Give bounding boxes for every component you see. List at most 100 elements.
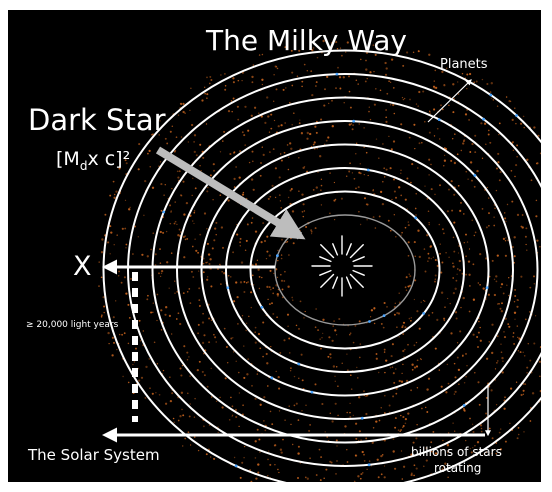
- star-dot: [237, 323, 239, 325]
- star-dot: [138, 319, 141, 322]
- star-dot: [374, 53, 377, 56]
- star-dot: [468, 273, 471, 276]
- star-dot: [495, 275, 498, 278]
- star-dot: [513, 300, 516, 303]
- star-dot: [192, 177, 194, 180]
- star-dot: [169, 399, 173, 403]
- star-dot: [440, 271, 443, 274]
- star-dot: [406, 177, 409, 180]
- star-dot: [472, 333, 475, 336]
- star-dot: [118, 167, 121, 170]
- dark-star-label: Dark Star: [28, 103, 166, 137]
- star-dot: [306, 70, 309, 72]
- star-dot: [275, 65, 278, 68]
- star-dot: [311, 48, 314, 52]
- star-dot: [257, 268, 260, 271]
- star-dot: [277, 125, 280, 128]
- star-dot: [493, 216, 495, 218]
- star-dot: [442, 439, 444, 442]
- star-dot: [368, 110, 370, 113]
- star-dot: [522, 351, 524, 353]
- star-dot: [286, 144, 289, 146]
- star-dot: [274, 444, 277, 447]
- star-dot: [521, 214, 524, 216]
- star-dot: [334, 198, 337, 201]
- star-dot: [413, 241, 416, 244]
- star-dot: [510, 387, 513, 390]
- star-dot: [400, 234, 402, 236]
- star-dot: [159, 262, 162, 264]
- star-dot: [210, 285, 213, 288]
- star-dot: [101, 314, 103, 316]
- planet-dot: [485, 286, 489, 290]
- star-dot: [444, 306, 446, 309]
- star-dot: [188, 415, 191, 418]
- star-dot: [383, 412, 386, 414]
- star-dot: [135, 347, 137, 350]
- star-dot: [204, 86, 206, 88]
- star-dot: [239, 237, 242, 240]
- planet-dot: [367, 463, 371, 467]
- star-dot: [363, 173, 365, 176]
- star-dot: [298, 49, 301, 52]
- distance-label: ≥ 20,000 light years: [26, 320, 119, 330]
- star-dot: [142, 330, 145, 332]
- star-dot: [322, 332, 324, 335]
- star-dot: [251, 75, 254, 79]
- star-dot: [226, 361, 229, 364]
- star-dot: [232, 77, 235, 80]
- star-dot: [325, 468, 328, 471]
- star-dot: [477, 282, 479, 284]
- star-dot: [210, 319, 213, 321]
- star-dot: [413, 464, 416, 467]
- star-dot: [508, 99, 511, 103]
- star-dot: [206, 227, 208, 230]
- star-dot: [199, 233, 202, 236]
- star-dot: [428, 110, 431, 113]
- star-dot: [241, 461, 244, 464]
- star-dot: [240, 261, 244, 264]
- star-dot: [499, 307, 502, 310]
- star-dot: [331, 339, 334, 342]
- star-dot: [493, 278, 496, 281]
- star-dot: [455, 279, 458, 282]
- star-dot: [495, 404, 498, 406]
- star-dot: [310, 145, 313, 148]
- star-dot: [247, 358, 250, 361]
- star-dot: [205, 123, 208, 125]
- star-dot: [413, 298, 416, 301]
- star-dot: [267, 475, 269, 477]
- star-dot: [224, 73, 226, 75]
- star-dot: [392, 87, 395, 89]
- star-dot: [458, 259, 461, 263]
- star-dot: [431, 450, 433, 453]
- star-dot: [355, 142, 358, 145]
- starburst-ray: [332, 243, 339, 256]
- star-dot: [338, 76, 342, 79]
- star-dot: [478, 403, 481, 406]
- star-dot: [483, 122, 487, 125]
- starburst-icon: [311, 235, 373, 297]
- star-dot: [389, 229, 392, 232]
- star-dot: [279, 448, 283, 451]
- star-dot: [133, 361, 136, 363]
- star-dot: [388, 80, 390, 82]
- star-dot: [314, 148, 316, 150]
- star-dot: [417, 229, 420, 232]
- star-dot: [382, 326, 385, 329]
- star-dot: [372, 216, 375, 219]
- star-dot: [176, 223, 178, 226]
- planet-dot: [462, 404, 466, 407]
- star-dot: [286, 313, 290, 316]
- star-dot: [129, 206, 131, 209]
- star-dot: [494, 207, 496, 210]
- star-dot: [146, 298, 149, 301]
- star-dot: [470, 451, 473, 454]
- star-dot: [152, 311, 154, 314]
- star-dot: [343, 102, 345, 104]
- star-dot: [175, 136, 178, 139]
- star-dot: [127, 342, 130, 345]
- star-dot: [489, 141, 492, 144]
- star-dot: [405, 289, 408, 292]
- star-dot: [457, 93, 460, 95]
